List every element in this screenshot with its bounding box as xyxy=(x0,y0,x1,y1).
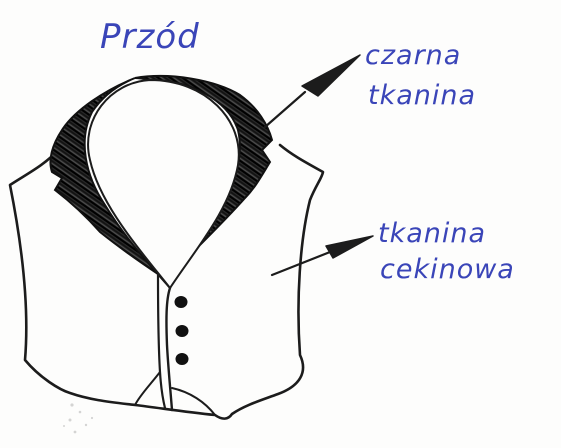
label-sequin-fabric-line1: tkanina xyxy=(378,218,486,249)
arrow-head-sequin-fabric xyxy=(326,236,373,258)
paper-smudge xyxy=(63,403,93,433)
buttons xyxy=(175,296,189,365)
vest-button xyxy=(176,325,189,337)
vest-button xyxy=(176,353,189,365)
left-front-edge xyxy=(158,274,165,408)
sketch-title: Przód xyxy=(100,17,200,57)
arrow-black-fabric xyxy=(265,92,305,127)
label-black-fabric-line1: czarna xyxy=(365,40,461,71)
label-black-fabric-line2: tkanina xyxy=(368,80,476,111)
neck-opening xyxy=(88,80,239,288)
vest-button xyxy=(175,296,188,308)
label-sequin-fabric-line2: cekinowa xyxy=(380,254,515,285)
center-front-line xyxy=(166,288,172,410)
arrow-head-black-fabric xyxy=(302,55,360,96)
vest-hem-point xyxy=(135,372,160,405)
